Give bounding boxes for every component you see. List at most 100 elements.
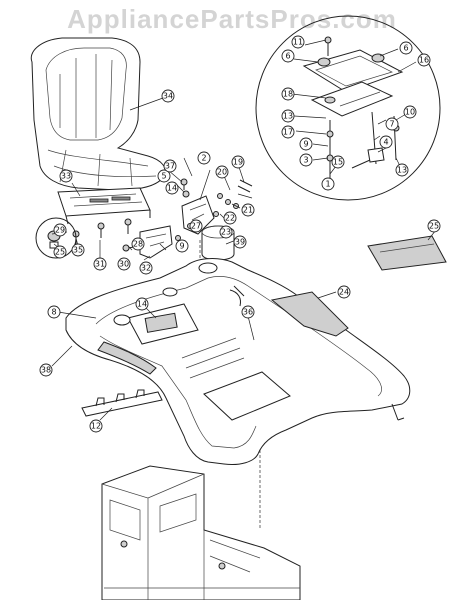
- callout-label: 3: [303, 156, 308, 165]
- callout-circle: [131, 237, 145, 251]
- callout-circle: [219, 225, 233, 239]
- callout-label: 14: [137, 300, 147, 309]
- callout-label: 35: [73, 246, 83, 255]
- callout-label: 11: [293, 38, 303, 47]
- callout-label: 30: [119, 260, 129, 269]
- callout-c3: 3: [299, 153, 313, 167]
- callout-circle: [337, 285, 351, 299]
- callout-c11: 11: [291, 35, 305, 49]
- callout-label: 25: [55, 248, 65, 257]
- callout-circle: [241, 203, 255, 217]
- callout-c18: 18: [281, 87, 295, 101]
- callout-circle: [157, 169, 171, 183]
- callout-circle: [403, 105, 417, 119]
- callout-c14b: 14: [135, 297, 149, 311]
- callout-c24: 24: [337, 285, 351, 299]
- callout-c34: 34: [161, 89, 175, 103]
- callout-c6b: 6: [399, 41, 413, 55]
- callout-label: 34: [163, 92, 173, 101]
- storage-tray: [270, 291, 349, 337]
- callout-label: 28: [133, 240, 143, 249]
- callout-c8: 8: [47, 305, 61, 319]
- callout-c4: 4: [379, 135, 393, 149]
- seat: [30, 37, 166, 191]
- callout-c20: 20: [215, 165, 229, 179]
- callout-c31: 31: [93, 257, 107, 271]
- callout-label: 39: [235, 238, 245, 247]
- callout-circle: [175, 239, 189, 253]
- callout-circle: [59, 169, 73, 183]
- callout-label: 33: [61, 172, 71, 181]
- callout-c6a: 6: [281, 49, 295, 63]
- callout-circle: [233, 235, 247, 249]
- callout-label: 5: [161, 172, 166, 181]
- callout-c13a: 13: [281, 109, 295, 123]
- callout-circle: [71, 243, 85, 257]
- callout-label: 36: [243, 308, 253, 317]
- callout-circle: [93, 257, 107, 271]
- callout-c39: 39: [233, 235, 247, 249]
- frame: [101, 465, 301, 600]
- callout-c25a: 25: [53, 245, 67, 259]
- callout-circle: [231, 155, 245, 169]
- callout-c15: 15: [331, 155, 345, 169]
- callout-circle: [223, 211, 237, 225]
- callout-label: 8: [51, 308, 56, 317]
- callout-circle: [395, 163, 409, 177]
- callout-circle: [53, 223, 67, 237]
- callout-c2: 2: [197, 151, 211, 165]
- callout-label: 37: [165, 162, 175, 171]
- callout-c28: 28: [131, 237, 145, 251]
- callout-circle: [215, 165, 229, 179]
- callout-label: 25: [429, 222, 439, 231]
- callout-c32: 32: [139, 261, 153, 275]
- callout-label: 24: [339, 288, 349, 297]
- callout-label: 2: [201, 154, 206, 163]
- callout-circle: [331, 155, 345, 169]
- callout-label: 9: [179, 242, 184, 251]
- callout-label: 1: [325, 180, 330, 189]
- detail-view: [255, 15, 441, 201]
- callout-c14a: 14: [165, 181, 179, 195]
- callout-c17: 17: [281, 125, 295, 139]
- callout-c10: 10: [403, 105, 417, 119]
- callout-c35: 35: [71, 243, 85, 257]
- seat-adjust-rail: [81, 389, 163, 417]
- callout-circle: [161, 89, 175, 103]
- callout-c21: 21: [241, 203, 255, 217]
- callout-c7: 7: [385, 117, 399, 131]
- callout-circle: [281, 87, 295, 101]
- callout-label: 14: [167, 184, 177, 193]
- callout-label: 23: [221, 228, 231, 237]
- callout-circle: [427, 219, 441, 233]
- callout-circle: [321, 177, 335, 191]
- seat-pan-bracket: [57, 187, 151, 225]
- callout-c37: 37: [163, 159, 177, 173]
- callout-circle: [299, 137, 313, 151]
- callout-label: 9: [303, 140, 308, 149]
- callout-label: 20: [217, 168, 227, 177]
- callout-c25b: 25: [427, 219, 441, 233]
- callout-c16: 16: [417, 53, 431, 67]
- callout-circle: [399, 41, 413, 55]
- callout-label: 19: [233, 158, 243, 167]
- seat-slide-bracket: [122, 225, 173, 259]
- callout-circle: [165, 181, 179, 195]
- callout-circle: [241, 305, 255, 319]
- callout-circle: [379, 135, 393, 149]
- callout-circle: [53, 245, 67, 259]
- callout-circle: [291, 35, 305, 49]
- callout-c27: 27: [189, 219, 203, 233]
- callout-circle: [39, 363, 53, 377]
- callout-c29: 29: [53, 223, 67, 237]
- callout-c13b: 13: [395, 163, 409, 177]
- foot-pad: [367, 235, 447, 271]
- seat-hardware: [72, 218, 132, 246]
- callout-label: 4: [383, 138, 388, 147]
- callout-c9b: 9: [299, 137, 313, 151]
- callout-c19: 19: [231, 155, 245, 169]
- callout-circle: [299, 153, 313, 167]
